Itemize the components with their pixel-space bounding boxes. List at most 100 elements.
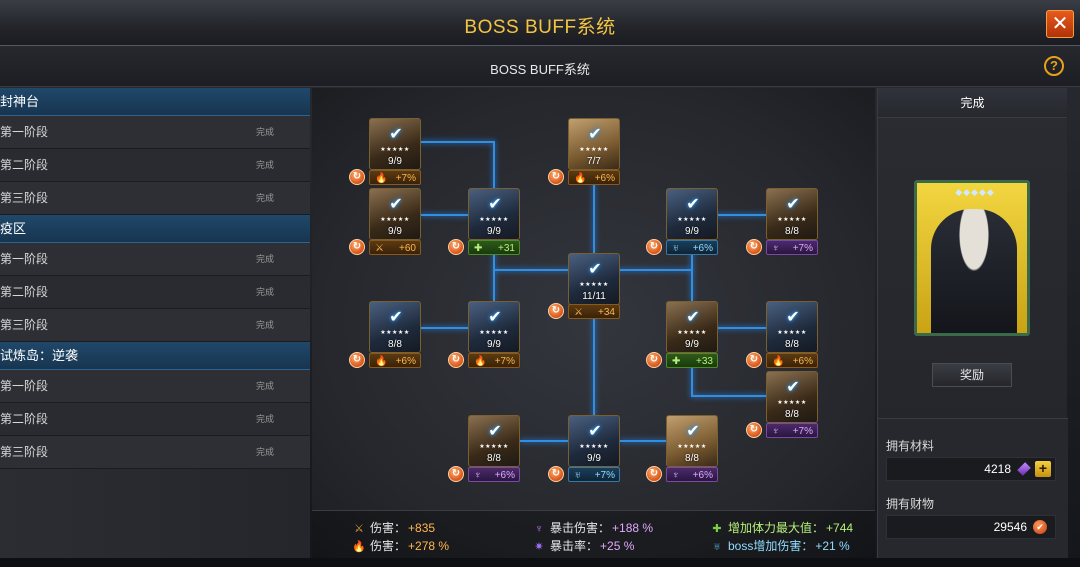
bonus-badge: 🔥+6% [369,353,421,368]
stat-label: 暴击伤害： [550,521,611,535]
buff-node[interactable]: ✔ ★★★★★ 9/9 [369,188,421,240]
bonus-value: +31 [498,243,515,254]
stage-row[interactable]: 第三阶段完成 [0,309,310,342]
stage-status: 完成 [255,381,274,391]
upgrade-icon[interactable]: ↻ [349,169,365,185]
bonus-value: +6% [792,356,813,367]
upgrade-icon[interactable]: ↻ [646,239,662,255]
crit-rate-icon: ✷ [534,541,544,553]
reward-button[interactable]: 奖励 [932,363,1012,387]
wealth-label: 拥有财物 [886,497,935,511]
node-level: 9/9 [685,226,699,237]
completion-status: 完成 [878,88,1067,118]
buff-node[interactable]: ✔ ★★★★★ 7/7 [568,118,620,170]
buff-node[interactable]: ✔ ★★★★★ 8/8 [468,415,520,467]
help-icon[interactable]: ? [1044,56,1064,76]
crit-damage-icon: ♆ [534,523,544,535]
upgrade-icon[interactable]: ↻ [448,352,464,368]
bonus-value: +34 [598,307,615,318]
stat-value: +25 % [600,539,635,553]
upgrade-icon[interactable]: ↻ [746,239,762,255]
buff-node[interactable]: ✔ ★★★★★ 9/9 [568,415,620,467]
node-level: 8/8 [685,453,699,464]
bonus-value: +7% [494,356,515,367]
stat-value: +188 % [612,521,654,535]
upgrade-icon[interactable]: ↻ [448,239,464,255]
buff-node[interactable]: ✔ ★★★★★ 8/8 [766,371,818,423]
stage-row[interactable]: 第三阶段完成 [0,182,310,215]
stage-label: 第二阶段 [0,158,49,172]
stage-row[interactable]: 第二阶段 完成 [0,149,310,182]
star-rating: ★★★★★ [380,330,410,336]
bonus-badge: ♆+7% [766,423,818,438]
check-icon: ✔ [786,309,800,326]
stage-row[interactable]: 第二阶段完成 [0,403,310,436]
add-materials-button[interactable]: + [1035,461,1051,477]
buff-node[interactable]: ✔ ★★★★★ 9/9 [468,188,520,240]
upgrade-icon[interactable]: ↻ [349,239,365,255]
star-rating: ★★★★★ [479,217,509,223]
node-level: 8/8 [785,226,799,237]
upgrade-icon[interactable]: ↻ [548,169,564,185]
reward-card[interactable]: ◆◆◆◆◆ [914,180,1030,336]
upgrade-icon[interactable]: ↻ [349,352,365,368]
materials-label: 拥有材料 [886,439,935,453]
resources-section: 拥有材料 4218 + 拥有财物 29546 ✔ [878,418,1068,558]
node-level: 9/9 [685,339,699,350]
node-level: 11/11 [582,291,606,302]
stage-label: 第一阶段 [0,125,49,139]
section-stages: 第一阶段完成 第二阶段完成 第三阶段完成 [0,370,310,469]
upgrade-icon[interactable]: ↻ [746,422,762,438]
upgrade-icon[interactable]: ↻ [448,466,464,482]
stage-list: 封神台 第一阶段完成 第二阶段完成 第三阶段完成 疫区 第一阶段完成 第二阶段完… [0,88,310,558]
stage-row[interactable]: 第一阶段完成 [0,116,310,149]
buff-node[interactable]: ✔ ★★★★★ 8/8 [666,415,718,467]
bonus-value: +7% [395,173,416,184]
health-plus-icon: ✚ [672,356,681,367]
sub-header: BOSS BUFF系统 ? [0,47,1080,87]
fire-icon: 🔥 [474,356,487,367]
stage-row[interactable]: 第二阶段完成 [0,276,310,309]
stage-status: 完成 [255,160,274,170]
section-header-shiliandao[interactable]: 试炼岛：逆袭 [0,342,310,370]
stage-row[interactable]: 第一阶段完成 [0,243,310,276]
section-header-fengshentai[interactable]: 封神台 [0,88,310,116]
section-header-yiqu[interactable]: 疫区 [0,215,310,243]
upgrade-icon[interactable]: ↻ [548,303,564,319]
buff-node[interactable]: ✔ ★★★★★ 9/9 [666,188,718,240]
buff-node[interactable]: ✔ ★★★★★ 11/11 [568,253,620,305]
bonus-badge: 🔥+6% [568,170,620,185]
node-level: 7/7 [587,156,601,167]
buff-node[interactable]: ✔ ★★★★★ 8/8 [369,301,421,353]
buff-node[interactable]: ✔ ★★★★★ 9/9 [666,301,718,353]
upgrade-icon[interactable]: ↻ [746,352,762,368]
buff-node[interactable]: ✔ ★★★★★ 8/8 [766,188,818,240]
stage-status: 完成 [255,320,274,330]
stage-row[interactable]: 第一阶段完成 [0,370,310,403]
upgrade-icon[interactable]: ↻ [646,352,662,368]
check-icon: ✔ [389,196,403,213]
fire-icon: 🔥 [772,356,785,367]
check-icon: ✔ [488,423,502,440]
bonus-badge: ♅+7% [568,467,620,482]
upgrade-icon[interactable]: ↻ [646,466,662,482]
bonus-value: +6% [692,243,713,254]
window-title: BOSS BUFF系统 [464,17,616,38]
bonus-badge: 🔥 +7% [468,353,520,368]
star-rating: ★★★★★ [579,282,609,288]
check-icon: ✔ [686,423,700,440]
bonus-value: +6% [494,470,515,481]
stage-row[interactable]: 第三阶段完成 [0,436,310,469]
star-rating: ★★★★★ [777,400,807,406]
buff-node[interactable]: ✔ ★★★★★ 9/9 [369,118,421,170]
close-button[interactable]: ✕ [1046,10,1074,38]
stat-damage-flat: ⚔伤害：+835 [352,519,435,536]
upgrade-icon[interactable]: ↻ [548,466,564,482]
stage-status: 完成 [255,414,274,424]
bonus-badge: 🔥 +6% [766,353,818,368]
buff-node[interactable]: ✔ ★★★★★ 9/9 [468,301,520,353]
node-level: 9/9 [587,453,601,464]
buff-node[interactable]: ✔ ★★★★★ 8/8 [766,301,818,353]
check-icon: ✔ [488,196,502,213]
